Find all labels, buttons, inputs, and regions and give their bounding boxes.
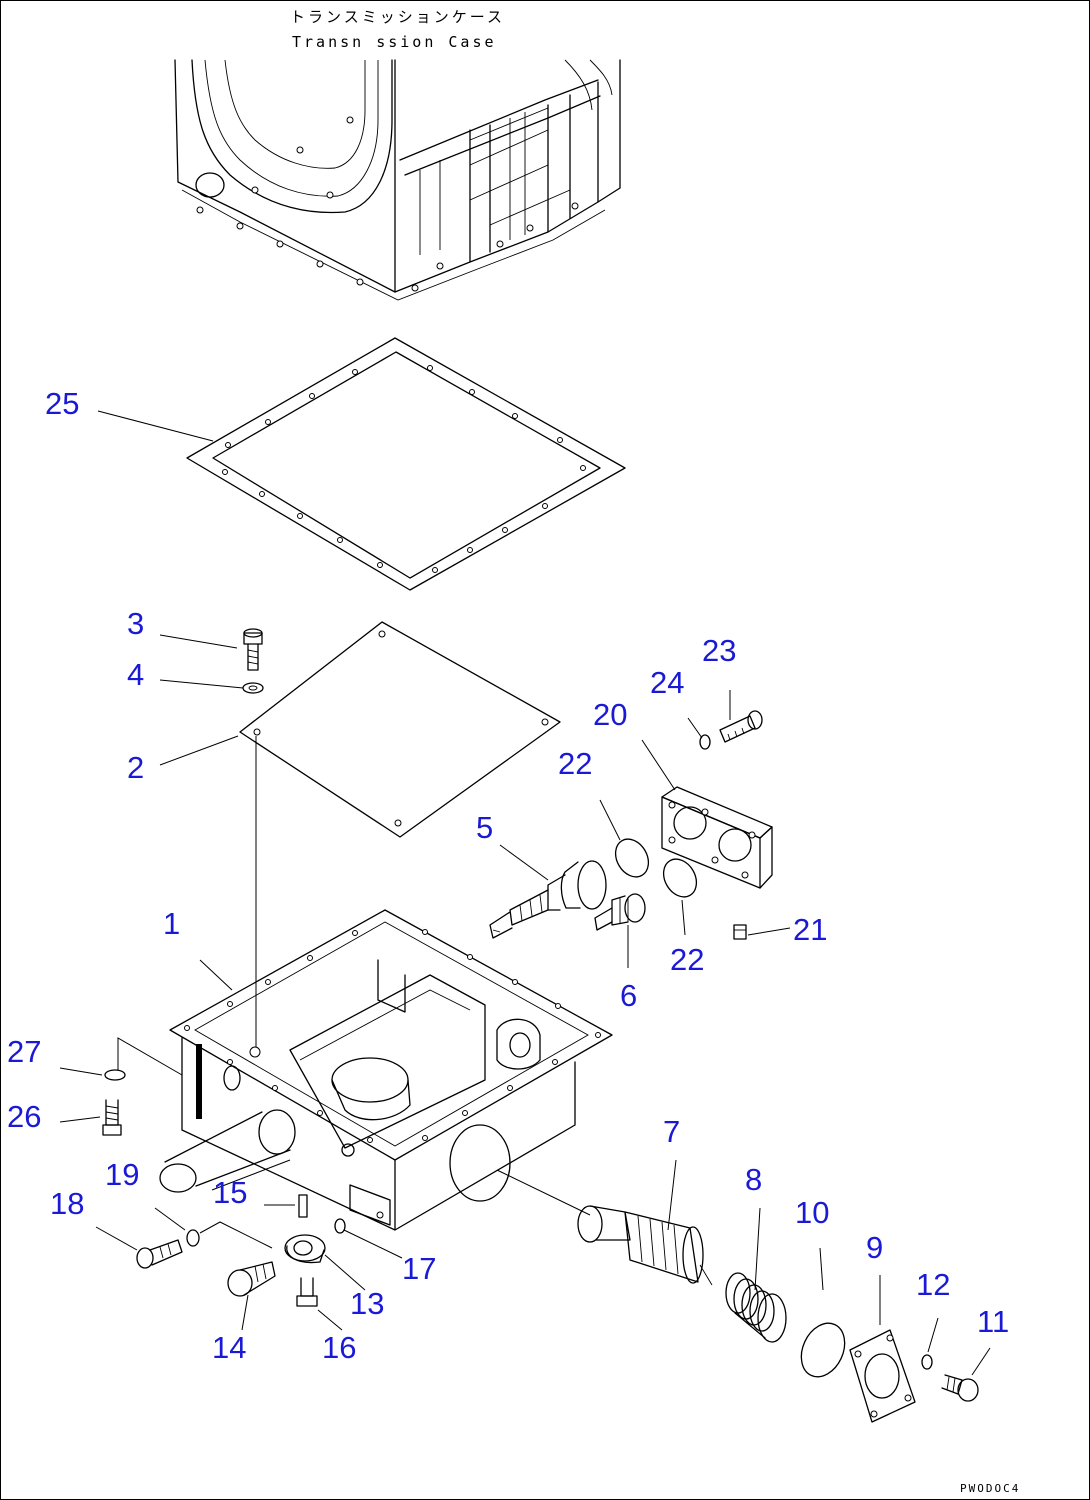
callout-23: 23 [702, 633, 736, 668]
callout-5: 5 [476, 810, 493, 845]
callout-8: 8 [745, 1162, 762, 1197]
flange-13 [284, 1234, 326, 1264]
transmission-case-drawing [174, 59, 621, 301]
callout-3: 3 [127, 606, 144, 641]
callout-10: 10 [795, 1195, 829, 1230]
callout-20: 20 [593, 697, 627, 732]
callout-11: 11 [977, 1304, 1009, 1339]
bolt-26 [102, 1099, 122, 1136]
header-en-label: Transn ssion Case [292, 33, 497, 51]
cover-9 [849, 1329, 916, 1423]
callout-7: 7 [663, 1114, 680, 1149]
callout-26: 26 [7, 1099, 41, 1134]
valve-plate-20 [661, 786, 773, 889]
bolt-23 [719, 710, 763, 743]
o-ring-22-lower [662, 858, 698, 898]
washer-19 [186, 1229, 200, 1247]
callout-21: 21 [793, 912, 827, 947]
o-ring-17 [334, 1218, 346, 1234]
callout-22-lower: 22 [670, 942, 704, 977]
callout-18: 18 [50, 1186, 84, 1221]
header-jp-label: トランスミッションケース [290, 8, 505, 26]
plug-16 [296, 1277, 318, 1307]
washer-12 [921, 1354, 933, 1370]
o-ring-22-upper [614, 838, 650, 878]
o-ring-10 [800, 1322, 846, 1378]
callout-2: 2 [127, 750, 144, 785]
drawing-code: PWODOC4 [960, 1482, 1020, 1495]
spring-8 [725, 1272, 787, 1343]
bolt-11 [941, 1374, 979, 1402]
callout-12: 12 [916, 1267, 950, 1302]
callout-16: 16 [322, 1330, 356, 1365]
callout-22-upper: 22 [558, 746, 592, 781]
callout-9: 9 [866, 1230, 883, 1265]
callout-19: 19 [105, 1157, 139, 1192]
callout-1: 1 [163, 906, 180, 941]
gasket-25 [186, 337, 626, 591]
callout-27: 27 [7, 1034, 41, 1069]
callout-13: 13 [350, 1286, 384, 1321]
bolt-3 [243, 628, 263, 671]
suction-pipe-15 [159, 1109, 296, 1193]
callout-14: 14 [212, 1330, 246, 1365]
washer-4 [242, 682, 264, 694]
callout-15: 15 [213, 1175, 247, 1210]
leader-lines [59, 410, 991, 1376]
plug-21 [733, 924, 747, 940]
filter-7 [496, 1169, 713, 1286]
callout-24: 24 [650, 665, 684, 700]
washer-24 [699, 734, 711, 750]
bolt-18 [136, 1239, 183, 1269]
callout-6: 6 [620, 978, 637, 1013]
callout-25: 25 [45, 386, 79, 421]
strainer-5 [489, 860, 607, 939]
callout-numbers: 25 3 4 2 23 24 20 22 5 1 21 22 6 27 26 7… [7, 386, 1009, 1365]
oil-pan-1 [117, 909, 613, 1231]
cover-plate-2 [239, 621, 561, 1050]
washer-27 [104, 1069, 126, 1081]
valve-6 [594, 893, 646, 931]
callout-4: 4 [127, 657, 144, 692]
callout-17: 17 [402, 1251, 436, 1286]
plug-bolt-14 [227, 1261, 276, 1297]
pin-15 [298, 1194, 308, 1218]
